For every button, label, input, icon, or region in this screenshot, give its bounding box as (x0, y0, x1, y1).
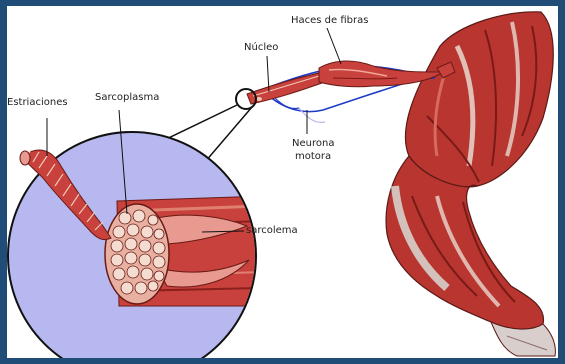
label-haces-de-fibras: Haces de fibras (291, 15, 368, 26)
diagram-canvas: Haces de fibras Núcleo Estriaciones Sarc… (7, 6, 558, 358)
label-sarcoplasma: Sarcoplasma (95, 92, 159, 103)
label-sarcolema: sarcolema (246, 225, 298, 236)
label-nucleo: Núcleo (244, 42, 278, 53)
label-neurona: Neurona (292, 138, 334, 149)
label-estriaciones: Estriaciones (7, 97, 68, 108)
leg-thigh (405, 12, 553, 187)
label-motora: motora (295, 151, 331, 162)
muscle-diagram (7, 6, 558, 358)
leg-illustration (386, 12, 555, 356)
